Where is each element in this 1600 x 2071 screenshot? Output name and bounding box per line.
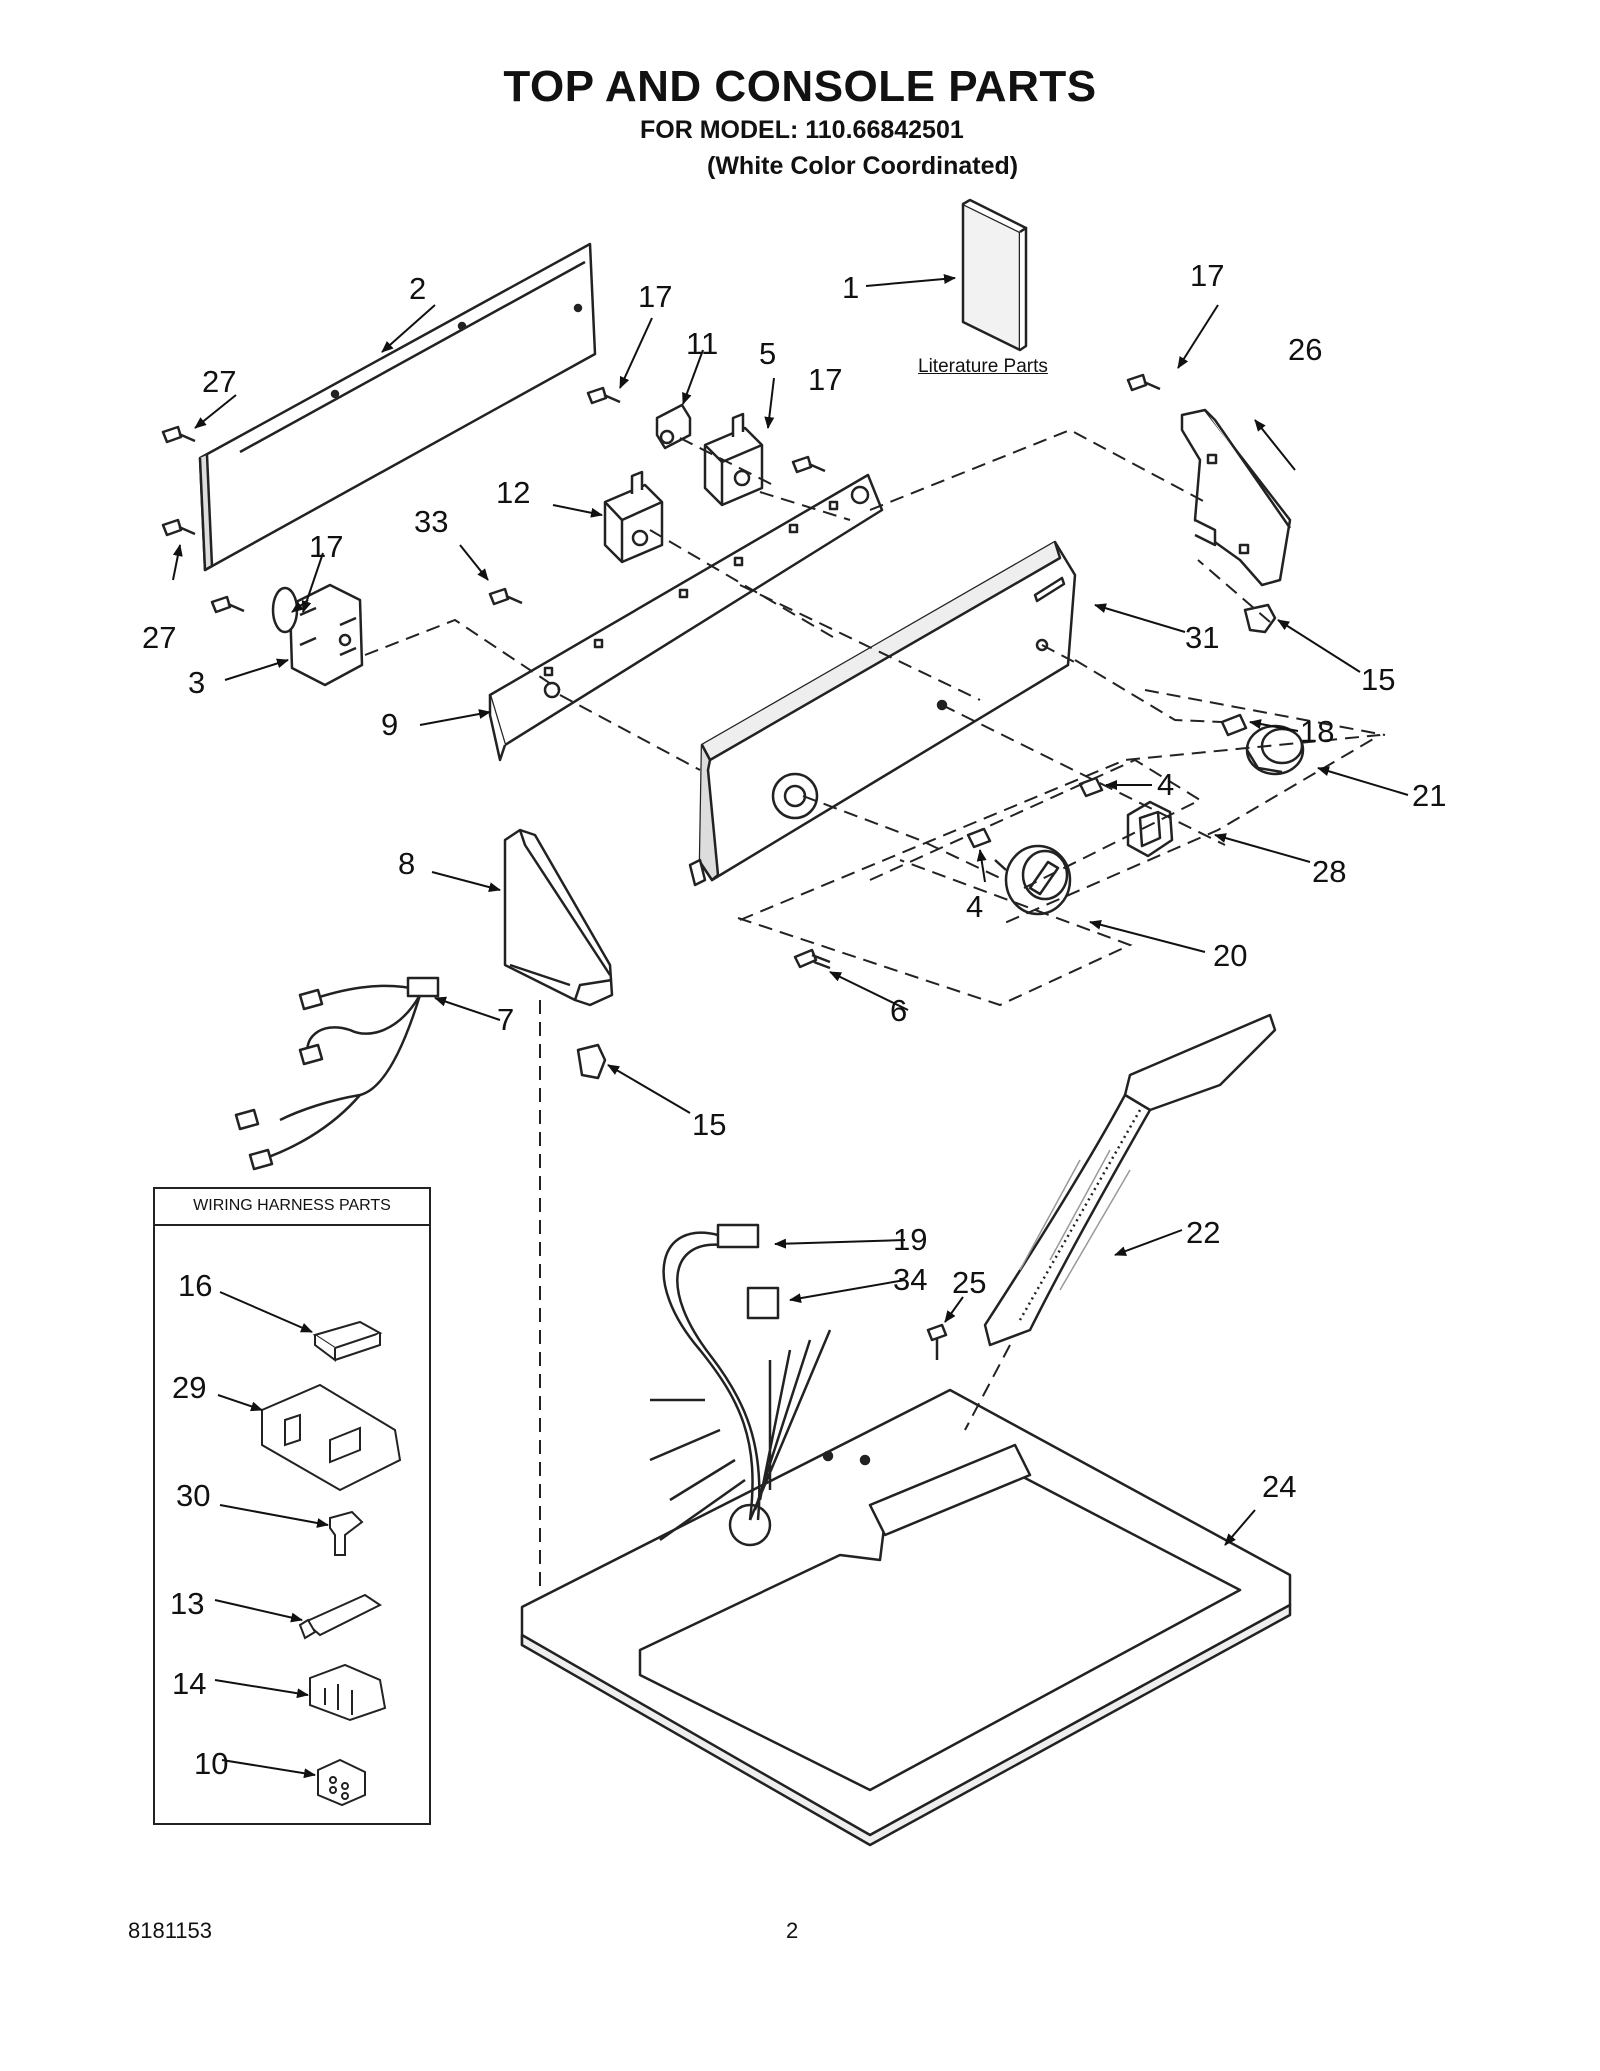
document-number: 8181153	[128, 1918, 213, 1943]
callout-9: 9	[381, 707, 398, 742]
control-mounting-bracket-part	[488, 473, 884, 762]
callout-8: 8	[398, 846, 415, 881]
lint-duct-part-22	[983, 1013, 1277, 1347]
switch-part-12	[603, 470, 664, 564]
screw-part-27-upper	[161, 425, 196, 444]
terminal-part-30	[329, 1510, 364, 1556]
page-title: TOP AND CONSOLE PARTS	[503, 62, 1097, 111]
callout-3: 3	[188, 665, 205, 700]
wiring-harness-parts-box	[153, 1187, 431, 1825]
callout-21: 21	[1412, 778, 1446, 813]
connector-part-29	[261, 1383, 402, 1492]
callout-25: 25	[952, 1265, 986, 1300]
callout-14: 14	[172, 1666, 206, 1701]
literature-parts-label: Literature Parts	[918, 356, 1048, 377]
callout-24: 24	[1262, 1469, 1296, 1504]
callout-4-upper: 4	[1157, 767, 1174, 802]
callout-16: 16	[178, 1268, 212, 1303]
screw-part-27-lower	[161, 518, 196, 537]
callout-4-lower: 4	[966, 889, 983, 924]
callout-12: 12	[496, 475, 530, 510]
callout-22: 22	[1186, 1215, 1220, 1250]
spring-clip-part-18	[1220, 713, 1248, 737]
knob-part-21	[1245, 724, 1305, 776]
callout-2: 2	[409, 271, 426, 306]
connector-part-14	[309, 1663, 387, 1722]
callout-15-upper: 15	[1361, 662, 1395, 697]
clip-part-15-upper	[1243, 603, 1277, 634]
wiring-harness-box-title: WIRING HARNESS PARTS	[193, 1197, 391, 1214]
callout-5: 5	[759, 336, 776, 371]
callout-27-upper: 27	[202, 364, 236, 399]
callout-18: 18	[1300, 714, 1334, 749]
screw-part-25	[926, 1323, 948, 1360]
callout-1: 1	[842, 270, 859, 305]
callout-26: 26	[1288, 332, 1322, 367]
callout-17-left: 17	[309, 529, 343, 564]
connector-part-16	[312, 1320, 383, 1362]
callout-10: 10	[194, 1746, 228, 1781]
callout-20: 20	[1213, 938, 1247, 973]
model-subtitle: FOR MODEL: 110.66842501	[640, 116, 964, 144]
callout-19: 19	[893, 1222, 927, 1257]
callout-34: 34	[893, 1262, 927, 1297]
literature-booklet-part	[961, 198, 1028, 352]
connector-part-10	[317, 1758, 366, 1807]
callout-30: 30	[176, 1478, 210, 1513]
page-number: 2	[786, 1918, 799, 1943]
screw-part-17-top	[586, 386, 621, 405]
callout-6: 6	[890, 993, 907, 1028]
screw-part-17-mid	[791, 455, 826, 474]
callout-7: 7	[497, 1002, 514, 1037]
callout-15-lower: 15	[692, 1107, 726, 1142]
clip-part-15-lower	[576, 1043, 607, 1080]
timer-part	[271, 583, 364, 687]
knob-part-20	[994, 844, 1072, 916]
color-note: (White Color Coordinated)	[707, 152, 1019, 180]
wire-harness-part-7	[234, 976, 440, 1171]
callout-13: 13	[170, 1586, 204, 1621]
left-end-cap-part	[503, 828, 614, 1007]
clip-part-11	[655, 403, 692, 450]
callout-17-mid: 17	[808, 362, 842, 397]
main-wire-harness-part-19	[649, 1223, 832, 1542]
screw-part-17-left	[210, 595, 245, 614]
switch-part-5	[703, 412, 764, 507]
screw-part-6	[793, 948, 831, 970]
terminal-part-13	[298, 1593, 382, 1640]
console-panel-part	[688, 540, 1077, 887]
rear-panel-part	[198, 242, 597, 572]
callout-28: 28	[1312, 854, 1346, 889]
screw-part-17-right	[1126, 373, 1161, 392]
callout-11: 11	[686, 326, 718, 361]
callout-27-lower: 27	[142, 620, 176, 655]
dryer-top-part-24	[520, 1388, 1292, 1847]
callout-31: 31	[1185, 620, 1219, 655]
right-end-cap-part	[1180, 408, 1292, 587]
callout-29: 29	[172, 1370, 206, 1405]
assembly-lines	[364, 428, 1386, 1590]
screw-part-33	[488, 587, 523, 606]
callout-labels: 1 2 3 4 4 5 6 7 8 9 10 11 12 13 14 15 15…	[142, 258, 1446, 1781]
leader-arrows	[172, 274, 1409, 1779]
knob-part-28	[1126, 800, 1174, 858]
callout-17-right: 17	[1190, 258, 1224, 293]
callout-17-top: 17	[638, 279, 672, 314]
callout-33: 33	[414, 504, 448, 539]
